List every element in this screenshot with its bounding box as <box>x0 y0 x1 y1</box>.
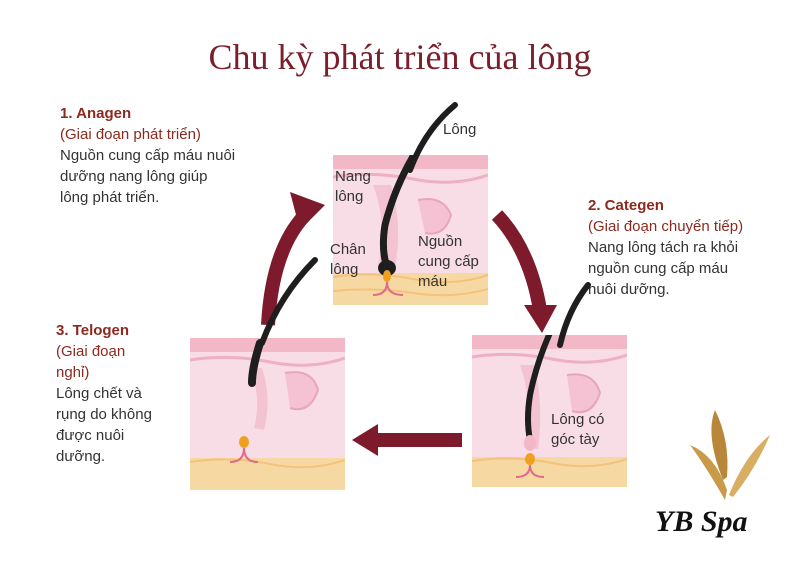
stage-anagen-desc-2: dưỡng nang lông giúp <box>60 168 208 185</box>
stage-telogen-subtitle-2: nghỉ) <box>56 364 90 381</box>
label-blood-line-3: máu <box>418 273 448 290</box>
panel-categen <box>472 335 627 487</box>
label-follicle: Nang lông <box>335 167 371 207</box>
arrow-anagen-to-categen <box>491 210 547 312</box>
hair-strand-categen <box>557 282 591 348</box>
butterfly-logo-icon <box>690 410 770 500</box>
arrow-head-2 <box>524 305 557 333</box>
label-root-line-2: lông <box>330 261 359 278</box>
stage-telogen-text: 3. Telogen (Giai đoạn nghỉ) Lông chết và… <box>56 320 152 467</box>
label-follicle-line-1: Nang <box>335 168 371 185</box>
skin-categen-illustration <box>472 335 627 487</box>
stage-anagen-text: 1. Anagen (Giai đoạn phát triển) Nguồn c… <box>60 103 235 208</box>
stage-categen-subtitle: (Giai đoạn chuyển tiếp) <box>588 218 744 235</box>
arrow-head-3 <box>352 424 378 456</box>
label-hair: Lông <box>443 121 477 138</box>
label-root: Chân lông <box>330 240 366 280</box>
stage-anagen-title: 1. Anagen <box>60 105 132 122</box>
stage-telogen-desc-4: dưỡng. <box>56 448 106 465</box>
stage-anagen-subtitle: (Giai đoạn phát triển) <box>60 126 201 143</box>
arrow-head-1 <box>290 192 325 230</box>
page-title: Chu kỳ phát triển của lông <box>208 37 592 77</box>
label-club-hair: Lông có góc tày <box>551 410 604 450</box>
label-club-line-1: Lông có <box>551 411 605 428</box>
skin-anagen-illustration <box>333 155 488 305</box>
hair-strand-telogen <box>259 257 318 346</box>
stage-categen-title: 2. Categen <box>588 197 664 214</box>
stage-telogen-subtitle-1: (Giai đoạn <box>56 343 126 360</box>
stage-categen-text: 2. Categen (Giai đoạn chuyển tiếp) Nang … <box>588 195 743 300</box>
panel-anagen <box>333 155 488 305</box>
stage-categen-desc-1: Nang lông tách ra khỏi <box>588 239 739 256</box>
label-club-line-2: góc tày <box>551 431 600 448</box>
stage-anagen-desc-3: lông phát triển. <box>60 189 160 206</box>
stage-telogen-title: 3. Telogen <box>56 322 130 339</box>
stage-categen-desc-2: nguồn cung cấp máu <box>588 260 729 277</box>
label-blood-supply: Nguồn cung cấp máu <box>418 232 479 292</box>
stage-telogen-desc-1: Lông chết và <box>56 385 142 402</box>
stage-categen-desc-3: nuôi dưỡng. <box>588 281 670 298</box>
skin-telogen-illustration <box>190 338 345 490</box>
label-blood-line-1: Nguồn <box>418 233 463 250</box>
stage-telogen-desc-3: được nuôi <box>56 427 125 444</box>
stage-telogen-desc-2: rụng do không <box>56 406 152 423</box>
stage-anagen-desc-1: Nguồn cung cấp máu nuôi <box>60 147 236 164</box>
label-root-line-1: Chân <box>330 241 366 258</box>
panel-telogen <box>190 338 345 490</box>
brand-name: YB Spa <box>655 505 748 538</box>
label-follicle-line-2: lông <box>335 188 364 205</box>
hair-strand-top <box>407 102 458 173</box>
label-blood-line-2: cung cấp <box>418 253 479 270</box>
